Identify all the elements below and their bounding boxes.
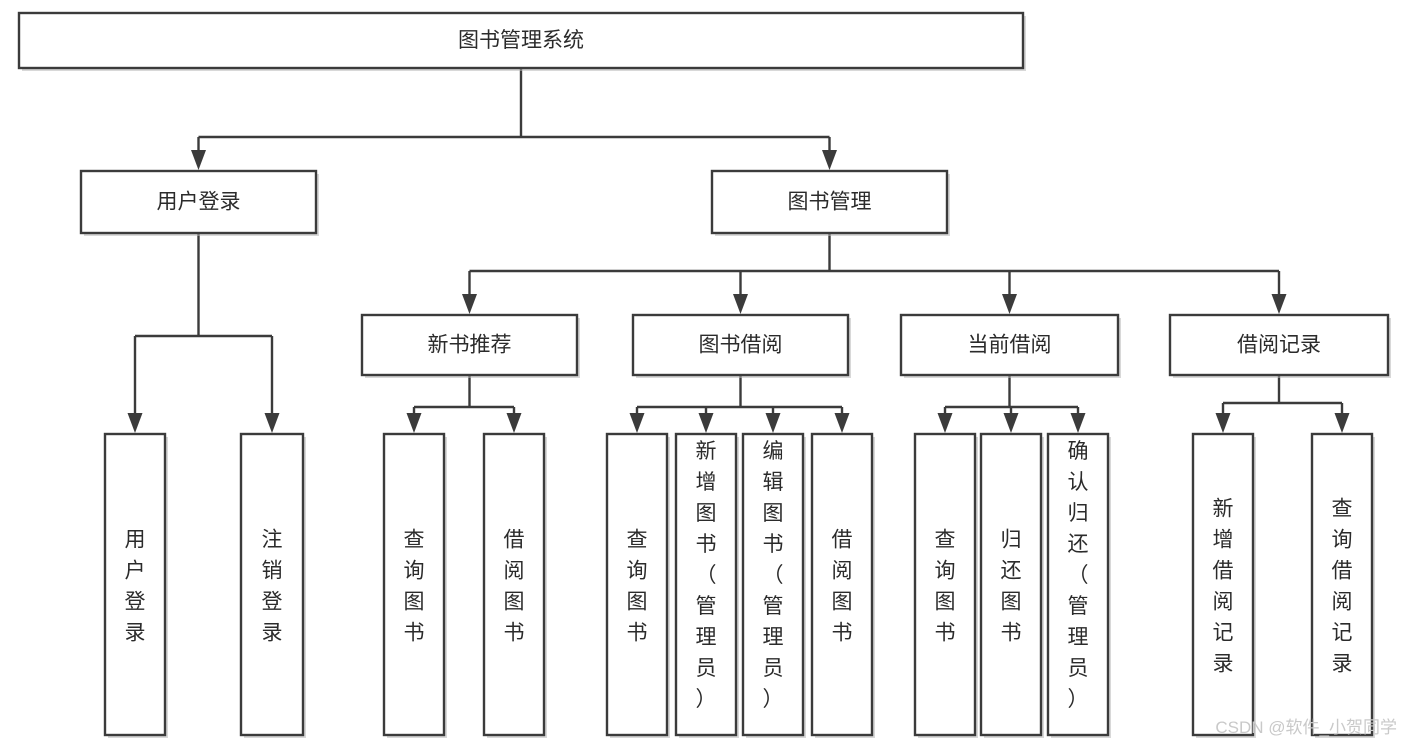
arrow-head-icon bbox=[1271, 294, 1287, 314]
connector-group bbox=[191, 68, 837, 170]
arrow-head-icon bbox=[191, 150, 206, 170]
connector-group bbox=[406, 375, 522, 433]
node-rect[interactable] bbox=[79, 169, 318, 235]
node-label: 查询图书 bbox=[627, 529, 648, 645]
node-label: 注销登录 bbox=[262, 529, 283, 645]
node-rect[interactable] bbox=[482, 432, 546, 737]
arrow-head-icon bbox=[506, 413, 522, 433]
node-rect[interactable] bbox=[913, 432, 977, 737]
node-leaf-rec-query2[interactable]: 查询借阅记录 bbox=[1310, 432, 1375, 738]
node-rect[interactable] bbox=[1310, 432, 1374, 737]
arrow-head-icon bbox=[937, 413, 953, 433]
arrow-head-icon bbox=[629, 413, 645, 433]
arrow-head-icon bbox=[264, 413, 280, 433]
node-root[interactable]: 图书管理系统 bbox=[17, 11, 1026, 71]
node-leaf-rec-add[interactable]: 新增借阅记录 bbox=[1191, 432, 1256, 738]
connector-group bbox=[629, 375, 850, 433]
node-book-borrow[interactable]: 图书借阅 bbox=[631, 313, 851, 378]
arrow-head-icon bbox=[765, 413, 781, 433]
connector-group bbox=[1215, 375, 1350, 433]
node-leaf-brw-borrow[interactable]: 借阅图书 bbox=[810, 432, 875, 738]
connector-layer bbox=[127, 68, 1350, 433]
node-borrow-record[interactable]: 借阅记录 bbox=[1168, 313, 1391, 378]
node-label: 新增图书（管理员） bbox=[696, 440, 717, 711]
node-label: 图书管理系统 bbox=[458, 29, 584, 52]
node-label: 借阅记录 bbox=[1237, 334, 1321, 357]
node-rect[interactable] bbox=[605, 432, 669, 737]
node-rect[interactable] bbox=[899, 313, 1120, 377]
watermark-layer: CSDN @软件_小贺同学 bbox=[1215, 718, 1397, 737]
connector-group bbox=[462, 233, 1287, 314]
node-rect[interactable] bbox=[103, 432, 167, 737]
node-rect[interactable] bbox=[674, 432, 738, 737]
node-label: 当前借阅 bbox=[968, 334, 1052, 357]
arrow-head-icon bbox=[1334, 413, 1350, 433]
node-book-manage[interactable]: 图书管理 bbox=[710, 169, 950, 236]
arrow-head-icon bbox=[406, 413, 422, 433]
node-leaf-rec-query[interactable]: 查询图书 bbox=[382, 432, 447, 738]
arrow-head-icon bbox=[1070, 413, 1086, 433]
arrow-head-icon bbox=[733, 294, 748, 314]
node-leaf-cur-query[interactable]: 查询图书 bbox=[913, 432, 978, 738]
arrow-head-icon bbox=[1002, 294, 1017, 314]
node-rect[interactable] bbox=[382, 432, 446, 737]
node-label: 借阅图书 bbox=[504, 529, 525, 645]
node-label: 查询借阅记录 bbox=[1332, 498, 1353, 676]
node-rect[interactable] bbox=[979, 432, 1043, 737]
node-label: 新书推荐 bbox=[428, 334, 512, 357]
arrow-head-icon bbox=[1215, 413, 1231, 433]
node-leaf-cur-return[interactable]: 归还图书 bbox=[979, 432, 1044, 738]
node-label: 用户登录 bbox=[125, 529, 146, 645]
node-rect[interactable] bbox=[17, 11, 1025, 70]
node-label: 用户登录 bbox=[157, 191, 241, 214]
connector-group bbox=[937, 375, 1086, 433]
arrow-head-icon bbox=[1003, 413, 1019, 433]
node-rect[interactable] bbox=[810, 432, 874, 737]
arrow-head-icon bbox=[834, 413, 850, 433]
node-label: 确认归还（管理员） bbox=[1068, 440, 1089, 711]
node-label: 借阅图书 bbox=[832, 529, 853, 645]
arrow-head-icon bbox=[127, 413, 143, 433]
node-rect[interactable] bbox=[239, 432, 305, 737]
node-user-login[interactable]: 用户登录 bbox=[79, 169, 319, 236]
node-rect[interactable] bbox=[741, 432, 805, 737]
node-label: 归还图书 bbox=[1001, 529, 1022, 645]
arrow-head-icon bbox=[822, 150, 837, 170]
node-rect[interactable] bbox=[710, 169, 949, 235]
node-label: 查询图书 bbox=[404, 529, 425, 645]
node-leaf-brw-query[interactable]: 查询图书 bbox=[605, 432, 670, 738]
node-leaf-brw-add[interactable]: 新增图书（管理员） bbox=[674, 432, 739, 738]
node-label: 编辑图书（管理员） bbox=[763, 440, 784, 711]
node-label: 新增借阅记录 bbox=[1213, 498, 1234, 676]
arrow-head-icon bbox=[698, 413, 714, 433]
node-leaf-user-logout[interactable]: 注销登录 bbox=[239, 432, 306, 738]
node-leaf-user-login[interactable]: 用户登录 bbox=[103, 432, 168, 738]
node-current-borrow[interactable]: 当前借阅 bbox=[899, 313, 1121, 378]
node-rect[interactable] bbox=[360, 313, 579, 377]
node-new-book-rec[interactable]: 新书推荐 bbox=[360, 313, 580, 378]
connector-group bbox=[127, 233, 280, 433]
arrow-head-icon bbox=[462, 294, 477, 314]
node-rect[interactable] bbox=[1046, 432, 1110, 737]
node-rect[interactable] bbox=[1168, 313, 1390, 377]
csdn-watermark: CSDN @软件_小贺同学 bbox=[1215, 718, 1397, 737]
node-layer: 图书管理系统用户登录图书管理新书推荐图书借阅当前借阅借阅记录用户登录注销登录查询… bbox=[17, 11, 1391, 738]
node-leaf-rec-borrow[interactable]: 借阅图书 bbox=[482, 432, 547, 738]
node-rect[interactable] bbox=[631, 313, 850, 377]
node-rect[interactable] bbox=[1191, 432, 1255, 737]
node-label: 图书管理 bbox=[788, 191, 872, 214]
node-leaf-cur-confirm[interactable]: 确认归还（管理员） bbox=[1046, 432, 1111, 738]
node-label: 查询图书 bbox=[935, 529, 956, 645]
node-label: 图书借阅 bbox=[699, 334, 783, 357]
node-leaf-brw-edit[interactable]: 编辑图书（管理员） bbox=[741, 432, 806, 738]
